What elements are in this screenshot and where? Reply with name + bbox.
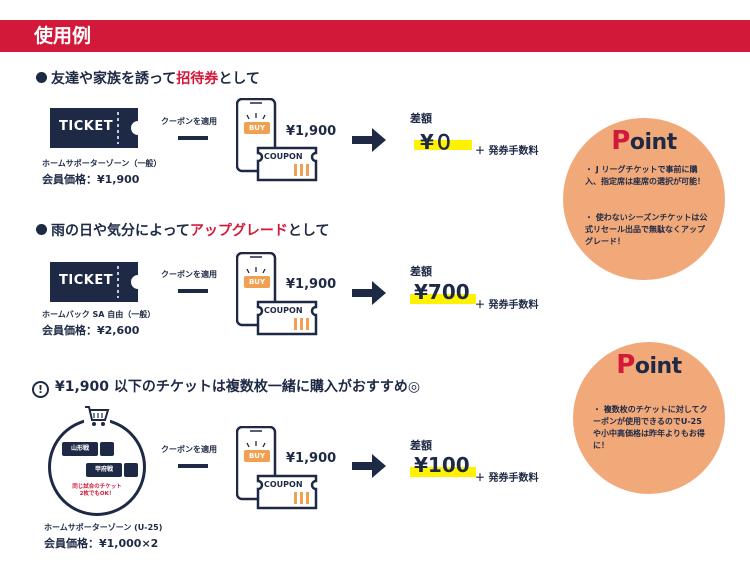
seat-caption: ホームサポーターゾーン (U-25) bbox=[44, 523, 163, 532]
same-match-note: 同じ試合のチケット 2枚でもOK！ bbox=[60, 484, 134, 498]
point-title-rest: oint bbox=[629, 130, 677, 155]
exclamation-icon: ! bbox=[32, 381, 49, 398]
difference-label: 差額 bbox=[410, 265, 432, 278]
bullet-icon bbox=[36, 224, 47, 235]
member-price: 会員価格：¥1,000×2 bbox=[44, 537, 159, 550]
mini-ticket-stub bbox=[124, 463, 138, 477]
arrow-right-icon bbox=[352, 454, 386, 478]
apply-coupon-label: クーポンを適用 bbox=[161, 270, 217, 279]
same-match-note-line-1: 同じ試合のチケット bbox=[72, 484, 122, 490]
issue-fee: ＋ 発券手数料 bbox=[475, 473, 539, 484]
phone-coupon-icon: BUY COUPON bbox=[235, 97, 326, 184]
point-bubble-1: Point ・ J リーグチケットで事前に購入、指定席は座席の選択が可能！ ・ … bbox=[563, 118, 725, 280]
difference-value: ¥100 bbox=[414, 453, 470, 477]
section-2-title-pre: 雨の日や気分によって bbox=[51, 223, 190, 239]
point-bubble-2: Point ・ 複数枚のチケットに対してクーポンが使用できるのでU-25 や小中… bbox=[573, 342, 725, 494]
seat-caption: ホームバック SA 自由（一般） bbox=[42, 310, 156, 319]
difference-label: 差額 bbox=[410, 439, 432, 452]
ticket-label: TICKET bbox=[59, 273, 114, 288]
ticket-label: TICKET bbox=[59, 119, 114, 134]
difference-value: ¥700 bbox=[414, 280, 470, 304]
difference-label: 差額 bbox=[410, 112, 432, 125]
arrow-right-icon bbox=[352, 281, 386, 305]
dash-divider bbox=[178, 136, 208, 140]
apply-coupon-label: クーポンを適用 bbox=[161, 117, 217, 126]
highlight-bar bbox=[410, 467, 476, 477]
buy-label: BUY bbox=[248, 278, 266, 286]
highlight-bar bbox=[414, 140, 472, 150]
section-2-title: 雨の日や気分によってアップグレードとして bbox=[36, 220, 329, 240]
highlight-bar bbox=[410, 294, 476, 304]
difference-value: ¥０ bbox=[420, 130, 454, 154]
dash-divider bbox=[178, 464, 208, 468]
cart-icon bbox=[84, 404, 110, 428]
dash-divider bbox=[178, 289, 208, 293]
ticket-icon: TICKET bbox=[50, 108, 138, 148]
phone-coupon-icon: BUY COUPON bbox=[235, 251, 326, 338]
point-item-1: ・ J リーグチケットで事前に購入、指定席は座席の選択が可能！ bbox=[585, 165, 705, 186]
point-title-rest: oint bbox=[634, 354, 682, 379]
section-2-title-highlight: アップグレード bbox=[189, 223, 288, 239]
arrow-right-icon bbox=[352, 128, 386, 152]
member-price: 会員価格：¥2,600 bbox=[42, 324, 140, 337]
mini-ticket-stub bbox=[100, 442, 114, 456]
phone-coupon-icon: BUY COUPON bbox=[235, 425, 326, 512]
section-3-title: ! ¥1,900 以下のチケットは複数枚一緒に購入がおすすめ◎ bbox=[32, 376, 420, 398]
phone-price: ¥1,900 bbox=[286, 277, 337, 292]
point-title: Point bbox=[563, 126, 725, 156]
apply-coupon-label: クーポンを適用 bbox=[161, 445, 217, 454]
member-price: 会員価格：¥1,900 bbox=[42, 173, 140, 186]
section-1-title-post: として bbox=[218, 71, 260, 87]
phone-price: ¥1,900 bbox=[286, 451, 337, 466]
same-match-note-line-2: 2枚でもOK！ bbox=[79, 491, 115, 497]
point-title: Point bbox=[573, 350, 725, 380]
section-1-title-pre: 友達や家族を誘って bbox=[51, 71, 177, 87]
buy-label: BUY bbox=[248, 452, 266, 460]
coupon-label: COUPON bbox=[264, 306, 303, 315]
point-title-initial: P bbox=[616, 350, 635, 380]
point-item-1: ・ 複数枚のチケットに対してクーポンが使用できるのでU-25 や小中高価格は昨年… bbox=[593, 405, 708, 450]
point-title-initial: P bbox=[611, 126, 630, 156]
section-1-title: 友達や家族を誘って招待券として bbox=[36, 68, 260, 88]
coupon-label: COUPON bbox=[264, 480, 303, 489]
issue-fee: ＋ 発券手数料 bbox=[475, 146, 539, 157]
point-item-2: ・ 使わないシーズンチケットは公式リセール出品で無駄なくアップグレード！ bbox=[585, 213, 708, 246]
seat-caption: ホームサポーターゾーン（一般） bbox=[42, 159, 162, 168]
phone-price: ¥1,900 bbox=[286, 124, 337, 139]
issue-fee: ＋ 発券手数料 bbox=[475, 300, 539, 311]
ticket-icon: TICKET bbox=[50, 262, 138, 302]
header-bar: 使用例 bbox=[0, 20, 750, 52]
section-1-title-highlight: 招待券 bbox=[176, 71, 219, 87]
bullet-icon bbox=[36, 72, 47, 83]
page-title: 使用例 bbox=[34, 25, 92, 47]
section-2-title-post: として bbox=[287, 223, 330, 239]
coupon-label: COUPON bbox=[264, 152, 303, 161]
mini-ticket-2: 甲府戦 bbox=[86, 463, 122, 477]
section-3-title-text: ¥1,900 以下のチケットは複数枚一緒に購入がおすすめ◎ bbox=[55, 379, 421, 395]
mini-ticket-1: 山形戦 bbox=[62, 442, 98, 456]
buy-label: BUY bbox=[248, 124, 266, 132]
